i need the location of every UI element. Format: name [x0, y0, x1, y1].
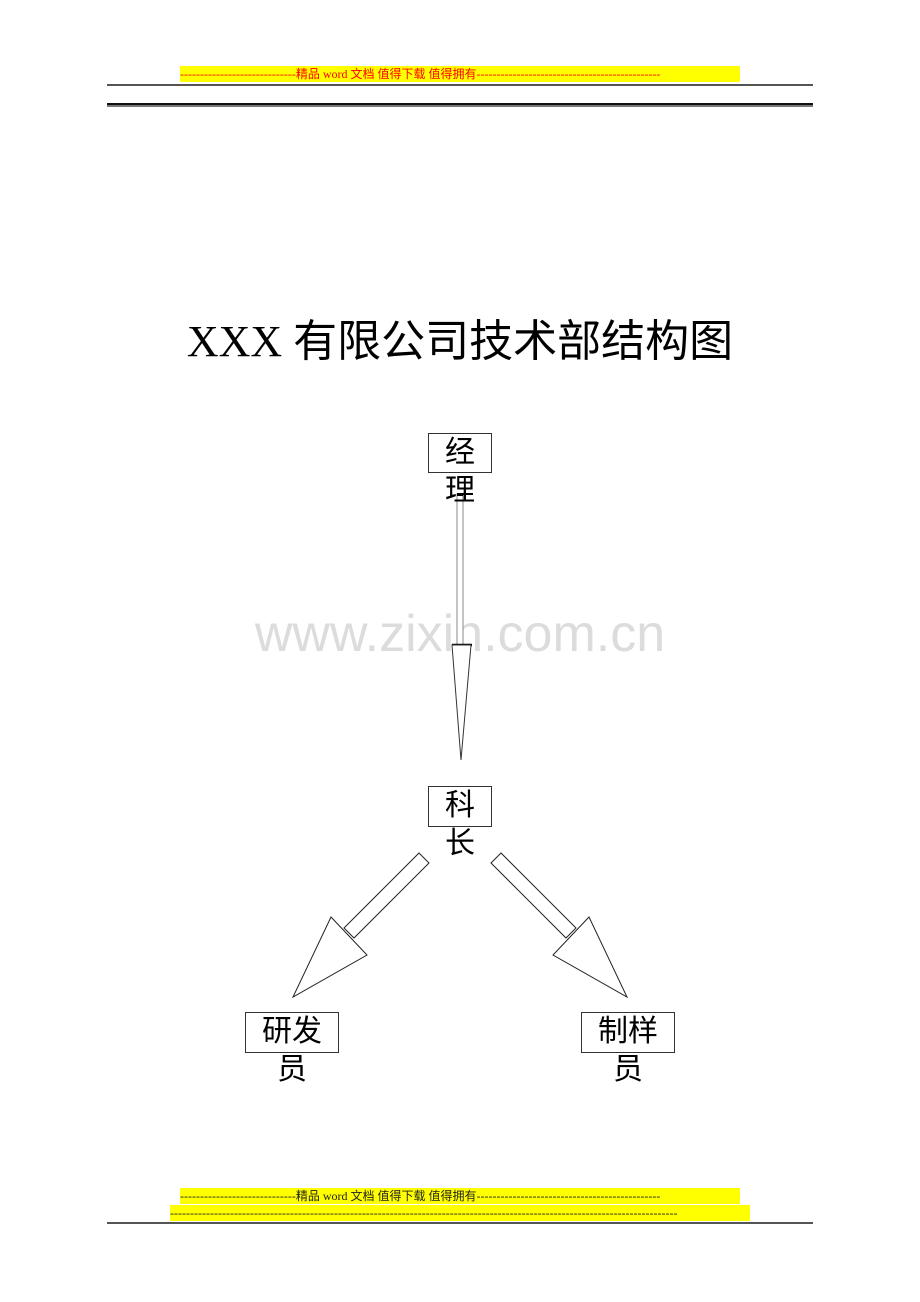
- arrow-manager-to-chief: [451, 494, 472, 761]
- footer-banner: -----------------------------精品 word 文档 …: [180, 1188, 740, 1204]
- org-node-label: 科长: [445, 789, 475, 860]
- header-banner: -----------------------------精品 word 文档 …: [180, 66, 740, 82]
- org-node-sample-maker: 制样员: [581, 1012, 675, 1086]
- org-node-label: 经理: [445, 436, 475, 507]
- arrow-chief-to-researcher: [291, 852, 430, 999]
- org-node-manager: 经理: [428, 433, 492, 507]
- page-title: XXX 有限公司技术部结构图: [186, 317, 734, 366]
- header-double-rule: [107, 103, 813, 107]
- org-node-label: 制样员: [598, 1015, 658, 1086]
- header-banner-text: -----------------------------精品 word 文档 …: [180, 67, 661, 81]
- header-rule: [107, 84, 813, 86]
- footer-banner-2: ----------------------------------------…: [170, 1205, 750, 1221]
- org-node-researcher: 研发员: [245, 1012, 339, 1086]
- footer-rule: [107, 1222, 813, 1224]
- arrow-chief-to-sample-maker: [490, 852, 629, 999]
- org-node-label: 研发员: [262, 1015, 322, 1086]
- footer-banner-text: -----------------------------精品 word 文档 …: [180, 1189, 661, 1203]
- footer-banner-text-2: ----------------------------------------…: [170, 1206, 678, 1220]
- org-node-section-chief: 科长: [428, 786, 492, 860]
